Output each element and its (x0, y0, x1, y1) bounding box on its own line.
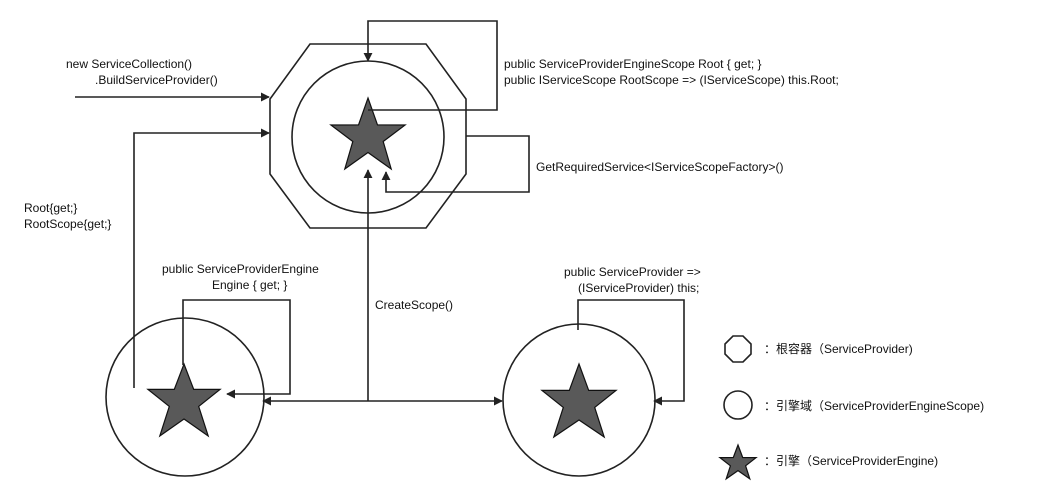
engine-label-line1: public ServiceProviderEngine (162, 262, 319, 276)
build-label-line2: .BuildServiceProvider() (95, 73, 218, 87)
star-icon (718, 443, 758, 481)
legend-label-engine-scope: ：引擎域（ServiceProviderEngineScope) (764, 398, 984, 413)
legend-label-engine: ：引擎（ServiceProviderEngine) (764, 453, 938, 468)
right-scope-node (502, 323, 656, 477)
left-engine-loop (182, 299, 291, 399)
left-engine-star (146, 362, 222, 438)
root-get-link (133, 128, 270, 388)
circle-icon (723, 390, 753, 420)
labels: new ServiceCollection() .BuildServicePro… (24, 57, 839, 312)
build-label-line1: new ServiceCollection() (66, 57, 192, 71)
root-get-label-line2: RootScope{get;} (24, 217, 111, 231)
right-provider-loop (577, 299, 685, 406)
create-scope-label: CreateScope() (375, 298, 453, 312)
right-engine-star (540, 362, 618, 439)
octagon-icon (724, 335, 752, 363)
root-engine-star (329, 96, 407, 171)
provider-label-line2: (IServiceProvider) this; (578, 281, 699, 295)
root-property-label-line1: public ServiceProviderEngineScope Root {… (504, 57, 762, 71)
factory-label: GetRequiredService<IServiceScopeFactory>… (536, 160, 783, 174)
root-get-label-line1: Root{get;} (24, 201, 77, 215)
provider-label-line1: public ServiceProvider => (564, 265, 701, 279)
root-property-label-line2: public IServiceScope RootScope => (IServ… (504, 73, 839, 87)
legend-label-root-container: ：根容器（ServiceProvider) (764, 341, 913, 356)
legend: ：根容器（ServiceProvider) ：引擎域（ServiceProvid… (718, 335, 984, 481)
left-scope-node (105, 317, 265, 477)
edges (75, 20, 685, 406)
root-self-loop (363, 20, 498, 111)
engine-label-line2: Engine { get; } (212, 278, 287, 292)
factory-loop (381, 135, 530, 193)
